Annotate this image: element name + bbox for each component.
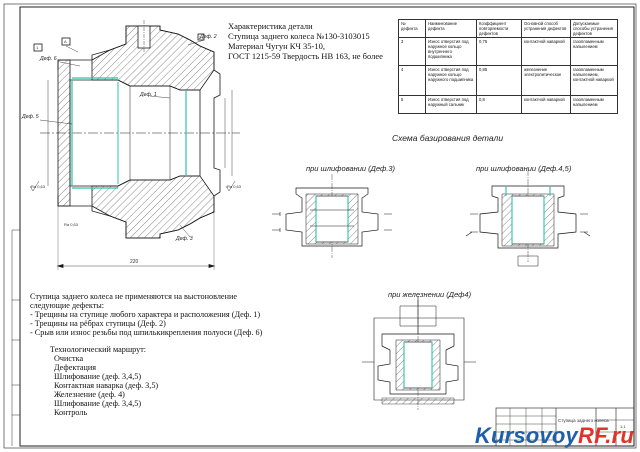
table-header-row: № дефекта Наименование дефекта Коэффицие… [398, 18, 618, 39]
defect-1-label: Деф. 1 [140, 92, 157, 98]
table-cell: железнение электролитическое [521, 65, 571, 97]
scheme-grinding-3-label: при шлифовании (Деф.3) [306, 164, 396, 173]
scheme-grinding-3 [272, 174, 392, 258]
feature-box-2: 2 [199, 35, 202, 40]
feature-box-a: А [64, 39, 67, 44]
table-cell: 5 [398, 95, 426, 115]
route-step: Шлифование (деф. 3,4,5) [54, 399, 142, 408]
title-block [495, 407, 635, 447]
characteristics-line3: ГОСТ 1215-59 Твердость НВ 163, не более [228, 51, 383, 61]
table-header-cell: Коэффициент повторяемости дефектов [476, 18, 522, 39]
table-cell: Износ отверстия под наружное кольцо нару… [425, 65, 477, 97]
route-step: Очистка [54, 354, 84, 363]
notes-line-5: - Срыв или износ резьбы под шпилькикрепл… [30, 328, 263, 337]
outer-frame [3, 3, 637, 449]
watermark-accent: RF.ru [578, 423, 634, 448]
table-cell: Износ отверстия под наружное кольцо внут… [425, 37, 477, 67]
route-step: Шлифование (деф. 3,4,5) [54, 372, 142, 381]
table-cell: Износ отверстия под наружный сальник [425, 95, 477, 115]
watermark-main: Kursovoy [474, 423, 578, 448]
stamp-scale: 1:1 [620, 424, 626, 429]
roughness-label-3: Ra 0,63 [64, 222, 79, 227]
table-cell: газопламенным напылением [570, 37, 618, 67]
roughness-label-2: Ra 0,63 [227, 184, 242, 189]
dimension-220: 220 [130, 259, 139, 265]
table-cell: 3 [398, 37, 426, 67]
notes-line-4: - Трещины на рёбрах ступицы (Деф. 2) [30, 319, 166, 328]
inner-frame [19, 6, 635, 447]
route-step: Контроль [54, 408, 88, 417]
table-row: 5 Износ отверстия под наружный сальник 0… [398, 95, 618, 115]
table-cell: 0,75 [476, 37, 522, 67]
table-cell: 0,8 [476, 95, 522, 115]
route-step: Дефектация [54, 363, 97, 372]
scheme-ironing-label: при железнении (Деф4) [388, 290, 472, 299]
stamp-part-name: Ступица заднего колеса [558, 418, 609, 423]
notes-line-3: - Трещины на ступице любого характера и … [30, 310, 261, 319]
table-cell: газопламенным напылением [570, 95, 618, 115]
characteristics-title: Характеристика детали [228, 21, 313, 31]
route-title: Технологический маршрут: [50, 345, 147, 354]
route-step: Железнение (деф. 4) [54, 390, 125, 399]
table-header-cell: Допускаемые способы устранения дефектов [570, 18, 618, 39]
table-header-cell: Основной способ устранения дефектов [521, 18, 571, 39]
characteristics-line1: Ступица заднего колеса №130-3103015 [228, 31, 370, 41]
defects-table: № дефекта Наименование дефекта Коэффицие… [398, 18, 618, 115]
defect-2-label: Деф. 2 [200, 34, 217, 40]
notes-line-1: Ступица заднего колеса не применяются на… [30, 292, 237, 301]
table-cell: 0,85 [476, 65, 522, 97]
scheme-grinding-45 [465, 170, 591, 267]
table-cell: контактной наваркой [521, 37, 571, 67]
scheme-ironing-4 [362, 296, 476, 410]
characteristics-line2: Материал Чугун КЧ 35-10, [228, 41, 325, 51]
defect-6-label: Деф. 6 [40, 56, 57, 62]
roughness-label-1: Ra 0,63 [31, 184, 46, 189]
table-cell: 4 [398, 65, 426, 97]
feature-box-1: 1 [36, 45, 39, 50]
scheme-grinding-45-label: при шлифовании (Деф.4,5) [476, 164, 572, 173]
table-cell: контактной наваркой [521, 95, 571, 115]
table-header-cell: № дефекта [398, 18, 426, 39]
table-cell: газопламенным напылением, контактной нав… [570, 65, 618, 97]
table-row: 3 Износ отверстия под наружное кольцо вн… [398, 37, 618, 67]
table-header-cell: Наименование дефекта [425, 18, 477, 39]
notes-line-2: следующие дефекты: [30, 301, 105, 310]
table-row: 4 Износ отверстия под наружное кольцо на… [398, 65, 618, 97]
route-step: Контактная наварка (деф. 3,5) [54, 381, 159, 390]
defect-3-label: Деф. 3 [176, 236, 193, 242]
hub-main-view [29, 20, 240, 270]
scheme-title: Схема базирования детали [392, 133, 504, 143]
watermark-logo: KursovoyRF.ru [475, 423, 634, 449]
defect-5-label: Деф. 5 [22, 114, 39, 120]
